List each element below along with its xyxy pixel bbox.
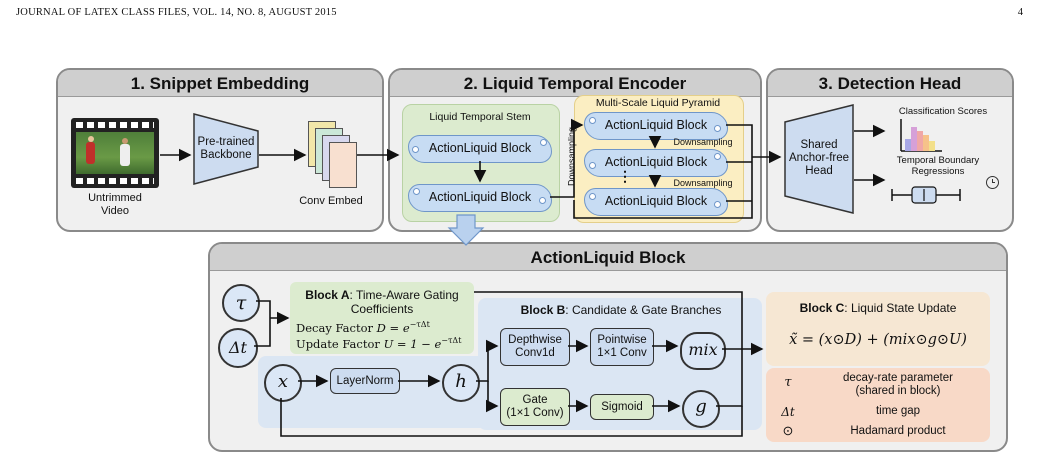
video-frame-image [76,132,154,174]
legend-hadamard-symbol: ⊙ [782,423,794,438]
block-a-region [290,282,474,354]
pyramid-block-3: ActionLiquid Block [584,188,728,216]
mix-node: mix [680,332,726,370]
block-c-title: Block C: Liquid State Update [799,301,957,315]
legend-dt-text: time gap [875,405,921,417]
legend-hadamard-text: Hadamard product [850,425,946,437]
classification-scores-label: Classification Scores [898,106,988,117]
embed-card-4 [329,142,357,188]
panel-title: 3. Detection Head [768,70,1012,97]
g-node: g [682,390,720,428]
tau-node: τ [222,284,260,322]
detection-head-shape [784,104,854,214]
panel-title: 1. Snippet Embedding [58,70,382,97]
block-c-region [766,292,990,366]
pyramid-title: Multi-Scale Liquid Pyramid [595,97,721,109]
video-filmstrip-icon [71,118,159,188]
x-node: x [264,364,302,402]
state-update-formula: x̃ = (x⊙D) + (mix⊙g⊙U) [789,332,967,348]
stem-title: Liquid Temporal Stem [429,111,531,123]
sigmoid-box: Sigmoid [590,394,654,420]
clock-icon [986,176,999,189]
panel-title: ActionLiquid Block [210,244,1006,271]
gate-conv-box: Gate(1×1 Conv) [500,388,570,426]
backbone-shape [193,113,259,185]
conv-embed-label: Conv Embed [299,195,363,207]
decay-factor-equation: Decay Factor D = e−τΔt [296,320,430,335]
panel-title: 2. Liquid Temporal Encoder [390,70,760,97]
block-b-title: Block B: Candidate & Gate Branches [520,303,722,317]
downsampling-vertical-label: Downsampling [566,126,577,187]
downsampling-label-2: Downsampling [673,178,733,188]
page-number: 4 [1017,7,1023,18]
journal-header: JOURNAL OF LATEX CLASS FILES, VOL. 14, N… [16,7,337,18]
stem-block-1: ActionLiquid Block [408,135,552,163]
pyramid-block-2: ActionLiquid Block [584,149,728,177]
downsampling-label-1: Downsampling [673,137,733,147]
boundary-regression-icon [891,186,961,204]
update-factor-equation: Update Factor U = 1 − e−τΔt [296,336,462,351]
legend-tau-symbol: τ [784,375,792,390]
legend-dt-symbol: Δt [781,405,795,419]
detection-head-panel: 3. Detection Head [766,68,1014,232]
legend-region [766,368,990,442]
legend-tau-text: decay-rate parameter(shared in block) [843,372,953,397]
classification-bar-icon [900,119,942,152]
layernorm-box: LayerNorm [330,368,400,394]
h-node: h [442,364,480,402]
delta-t-node: Δt [218,328,258,368]
expand-arrow-icon [447,214,485,246]
stem-block-2: ActionLiquid Block [408,184,552,212]
pyramid-dots: ⋮ [618,168,632,184]
